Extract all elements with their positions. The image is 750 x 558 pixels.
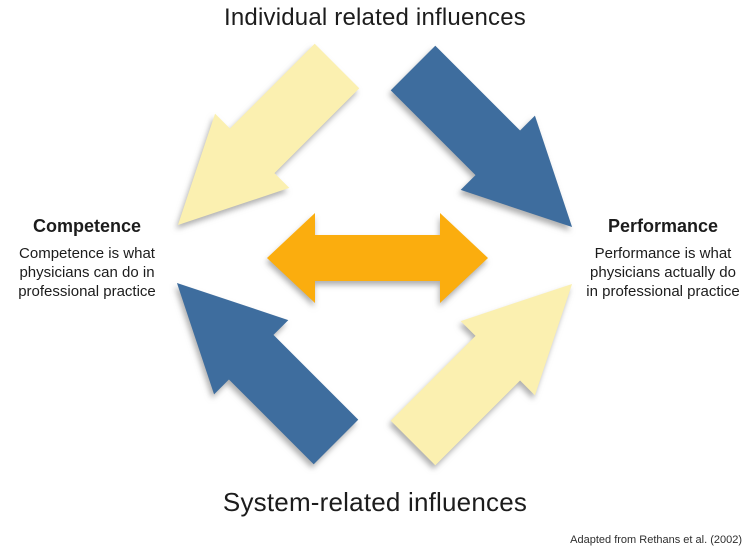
performance-description: Performance is what physicians actually …	[578, 244, 748, 301]
performance-description-line: in professional practice	[586, 283, 740, 300]
source-footnote: Adapted from Rethans et al. (2002)	[570, 534, 742, 546]
block-arrow-icon	[176, 282, 359, 465]
competence-label-block: Competence Competence is what physicians…	[3, 215, 171, 301]
arrow-individual-to-performance-icon	[380, 45, 605, 228]
performance-description-line: physicians actually do	[590, 264, 736, 281]
arrow-individual-to-competence-icon	[145, 43, 370, 226]
bottom-title: System-related influences	[222, 487, 528, 517]
double-arrow-icon	[267, 213, 488, 303]
performance-heading: Performance	[607, 216, 719, 236]
competence-description-line: physicians can do in	[19, 264, 155, 281]
performance-description-line: Performance is what	[594, 245, 732, 262]
arrow-system-to-competence-icon	[144, 282, 369, 465]
block-arrow-icon	[390, 45, 573, 228]
arrow-system-to-performance-icon	[380, 283, 605, 466]
block-arrow-icon	[177, 43, 360, 226]
block-arrow-icon	[390, 283, 573, 466]
competence-heading: Competence	[32, 216, 142, 236]
competence-description: Competence is what physicians can do in …	[3, 244, 171, 301]
performance-label-block: Performance Performance is what physicia…	[578, 215, 748, 301]
arrow-competence-performance-icon	[267, 213, 488, 303]
competence-description-line: Competence is what	[19, 245, 155, 262]
competence-description-line: professional practice	[18, 283, 156, 300]
top-title: Individual related influences	[224, 4, 526, 31]
